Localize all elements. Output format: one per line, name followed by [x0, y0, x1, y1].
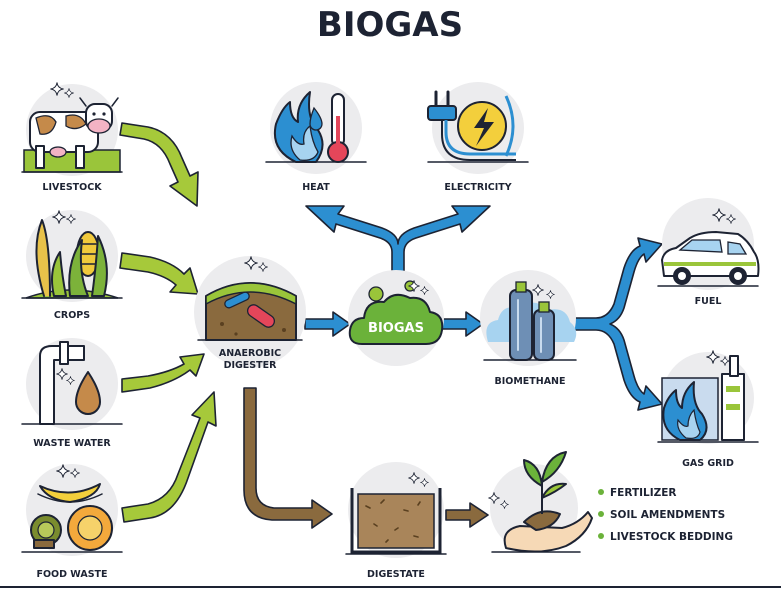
crops-node: CROPS: [21, 210, 123, 321]
car-icon: [661, 231, 760, 285]
heat-node: HEAT: [265, 82, 367, 193]
electricity-node: ELECTRICITY: [427, 82, 529, 193]
gas-cloud-icon: [348, 280, 444, 345]
biogas-node: BIOGAS: [348, 270, 444, 366]
food-waste-node: FOOD WASTE: [21, 464, 123, 580]
digestate-node: DIGESTATE: [345, 462, 447, 580]
digester-icon: [205, 282, 297, 341]
digester-node: ANAEROBIC DIGESTER: [194, 256, 306, 371]
gas-plant-icon: [661, 355, 745, 441]
diagram-title: BIOGAS: [317, 5, 463, 45]
gas-grid-label: GAS GRID: [682, 458, 734, 469]
food-icon: [30, 483, 113, 551]
bullet-dot: [598, 511, 604, 517]
bullet-dot: [598, 489, 604, 495]
biomethane-node: BIOMETHANE: [480, 270, 577, 387]
use-item-fertilizer: FERTILIZER: [610, 487, 677, 499]
fuel-label: FUEL: [695, 296, 722, 307]
energy-arrows: [304, 205, 663, 411]
digester-label-line2: DIGESTER: [224, 360, 278, 371]
food-waste-label: FOOD WASTE: [36, 569, 107, 580]
digestate-arrows: [243, 387, 489, 529]
flame-thermometer-icon: [274, 91, 349, 163]
gas-cylinders-icon: [486, 281, 577, 361]
digestate-uses-list: FERTILIZER SOIL AMENDMENTS LIVESTOCK BED…: [598, 487, 733, 543]
digestate-label: DIGESTATE: [367, 569, 425, 580]
cow-icon: [23, 97, 121, 173]
use-item-soil-amendments: SOIL AMENDMENTS: [610, 509, 725, 521]
waste-water-label: WASTE WATER: [33, 438, 111, 449]
biomethane-label: BIOMETHANE: [494, 376, 565, 387]
biogas-cloud-label: BIOGAS: [368, 321, 424, 336]
gas-grid-node: GAS GRID: [657, 350, 759, 469]
input-arrows: [119, 122, 217, 523]
electricity-label: ELECTRICITY: [444, 182, 511, 193]
digester-label-line1: ANAEROBIC: [219, 348, 281, 359]
waste-water-node: WASTE WATER: [21, 338, 123, 449]
heat-label: HEAT: [302, 182, 330, 193]
livestock-label: LIVESTOCK: [42, 182, 102, 193]
faucet-icon: [39, 341, 101, 425]
digestate-tank-icon: [350, 488, 442, 554]
bullet-dot: [598, 533, 604, 539]
use-item-livestock-bedding: LIVESTOCK BEDDING: [610, 531, 733, 543]
plug-icon: [427, 90, 516, 161]
fuel-node: FUEL: [657, 198, 760, 307]
seedling-node: [488, 451, 593, 553]
livestock-node: LIVESTOCK: [21, 82, 123, 193]
corn-icon: [25, 219, 119, 299]
seedling-hand-icon: [503, 451, 593, 553]
crops-label: CROPS: [54, 310, 90, 321]
